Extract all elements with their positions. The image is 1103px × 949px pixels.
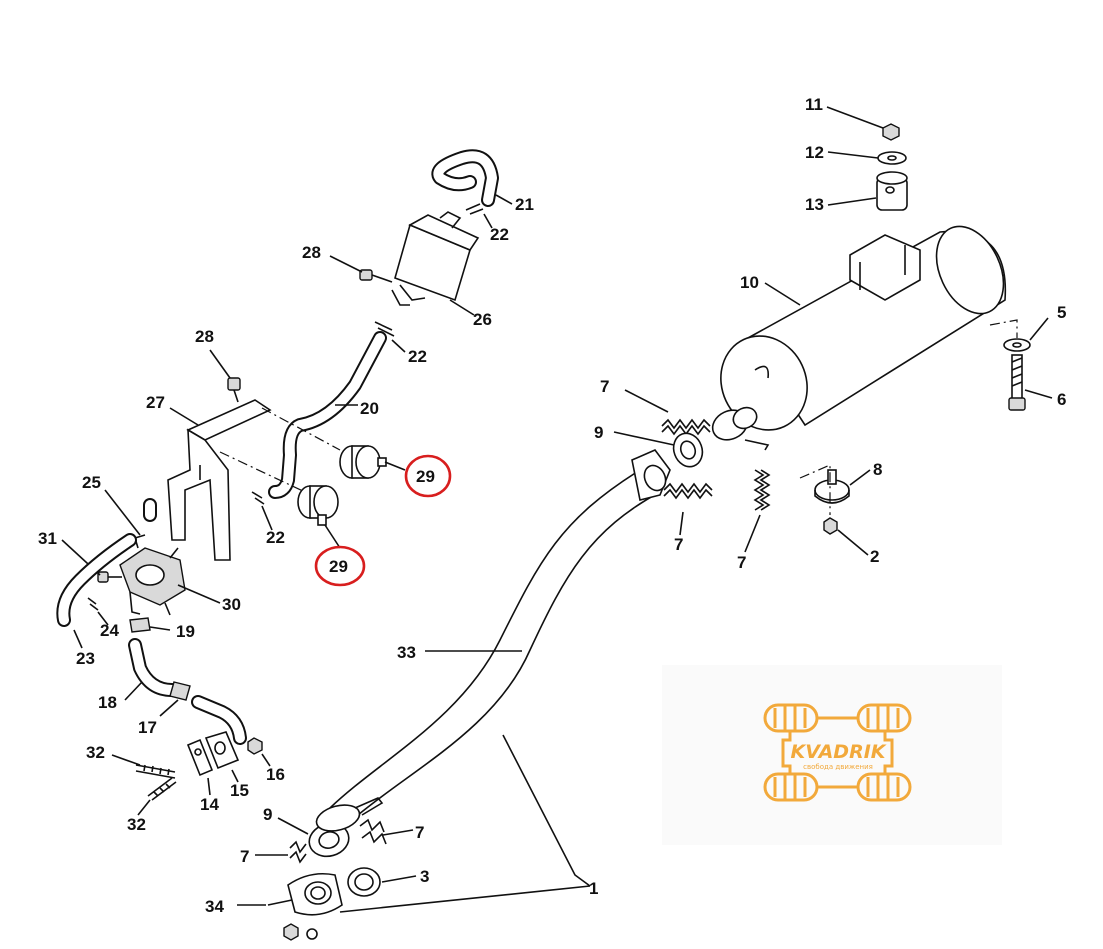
callout-5: 5 [1057, 303, 1066, 322]
callout-13: 13 [805, 195, 824, 214]
callout-7-vertical: 7 [737, 553, 746, 572]
clamp-24 [87, 597, 99, 611]
callout-12: 12 [805, 143, 824, 162]
hose-21 [431, 149, 499, 207]
callout-7-upper: 7 [600, 377, 609, 396]
callout-32-upper: 32 [86, 743, 105, 762]
nut-2 [823, 517, 838, 535]
spring-7-middle [663, 482, 713, 500]
callout-29-lower: 29 [329, 557, 348, 576]
stud-32-upper [135, 764, 176, 779]
callout-19: 19 [176, 622, 195, 641]
callout-24: 24 [100, 621, 119, 640]
stud-32-lower [147, 777, 177, 801]
reed-valve-26 [391, 211, 480, 306]
highlight-circle-29-upper [404, 454, 452, 498]
callout-20: 20 [360, 399, 379, 418]
rubber-mount-29-upper [339, 445, 387, 479]
gasket-9-upper [672, 432, 704, 468]
air-pipe [191, 695, 247, 745]
washer-5 [1003, 338, 1031, 352]
callout-34: 34 [205, 897, 224, 916]
bolt-31 [97, 571, 122, 583]
callout-11: 11 [805, 95, 823, 114]
header-pipe-33 [328, 449, 671, 821]
washer-12 [877, 151, 907, 165]
bracket-27 [167, 399, 272, 561]
watermark-tagline: свобода движения [803, 763, 873, 771]
exhaust-flange-34 [267, 872, 343, 941]
callout-30: 30 [222, 595, 241, 614]
kvadrik-watermark: KVADRIK свобода движения [662, 665, 1002, 845]
callout-9-lower: 9 [263, 805, 272, 824]
gasket-3 [347, 867, 381, 897]
clamp-19 [129, 617, 151, 633]
hose-18 [128, 638, 179, 697]
callout-9-upper: 9 [594, 423, 603, 442]
callout-14: 14 [200, 795, 219, 814]
callout-7-lower-left: 7 [240, 847, 249, 866]
rubber-mount-13 [876, 171, 908, 211]
spring-7-upper [661, 418, 711, 436]
callout-7-lower-right: 7 [415, 823, 424, 842]
callout-17: 17 [138, 718, 157, 737]
gasket-9-lower [308, 822, 350, 858]
hose-23 [56, 533, 137, 627]
callout-28-upper: 28 [302, 243, 321, 262]
air-valve-30 [119, 534, 186, 616]
clamp-17 [169, 681, 191, 701]
callout-23: 23 [76, 649, 95, 668]
nut-16 [247, 737, 263, 755]
nut-11 [882, 123, 900, 141]
bolt-6 [1008, 354, 1026, 411]
callout-3: 3 [420, 867, 429, 886]
grommet-8 [814, 469, 850, 504]
hose-20 [268, 331, 387, 499]
clamp-22-lower [251, 491, 265, 505]
watermark-brand: KVADRIK [790, 741, 886, 763]
callout-31: 31 [38, 529, 57, 548]
callout-26: 26 [473, 310, 492, 329]
callout-32-lower: 32 [127, 815, 146, 834]
callout-25: 25 [82, 473, 101, 492]
callout-8: 8 [873, 460, 882, 479]
spring-7-lower-right [359, 818, 387, 845]
muffler [711, 225, 1007, 451]
bolt-28-upper [359, 269, 393, 283]
bolt-28-lower [227, 377, 241, 403]
callout-6: 6 [1057, 390, 1066, 409]
spring-7-lower-left [289, 840, 307, 864]
callout-28-lower: 28 [195, 327, 214, 346]
callout-18: 18 [98, 693, 117, 712]
callout-7-middle: 7 [674, 535, 683, 554]
callout-1: 1 [589, 879, 598, 898]
callout-22-top: 22 [490, 225, 509, 244]
flange-collar [315, 797, 384, 832]
spring-7-vertical [753, 469, 771, 511]
highlight-circle-29-lower [314, 545, 366, 587]
gasket-15 [204, 731, 240, 770]
callout-16: 16 [266, 765, 285, 784]
callout-22-middle: 22 [408, 347, 427, 366]
plate-14 [186, 738, 214, 777]
rubber-mount-29-lower [297, 485, 339, 526]
clamp-22-top [465, 203, 484, 215]
callout-21: 21 [515, 195, 534, 214]
callout-15: 15 [230, 781, 249, 800]
callout-29-upper: 29 [416, 467, 435, 486]
callout-2: 2 [870, 547, 879, 566]
callout-10: 10 [740, 273, 759, 292]
callout-27: 27 [146, 393, 165, 412]
clamp-22-middle [374, 321, 395, 337]
callout-22-lower: 22 [266, 528, 285, 547]
callout-33: 33 [397, 643, 416, 662]
